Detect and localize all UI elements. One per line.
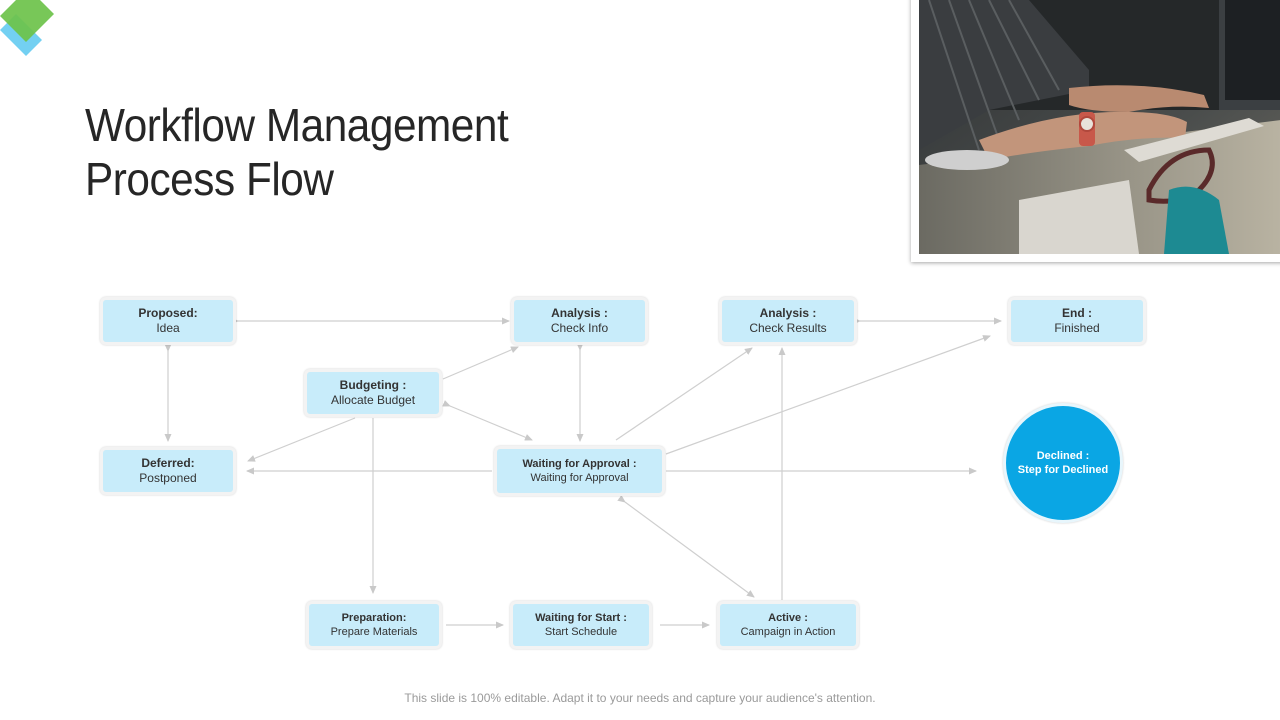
node-waiting-for-approval-sub: Waiting for Approval [530,472,629,484]
node-analysis-check-results-sub: Check Results [749,321,827,335]
node-proposed-heading: Proposed: [138,306,198,320]
node-preparation-sub: Prepare Materials [330,626,418,638]
node-budgeting-sub: Allocate Budget [330,393,416,407]
node-declined-sub: Step for Declined [1017,464,1109,476]
node-preparation-heading: Preparation: [341,612,407,624]
node-end-heading: End : [1062,306,1092,320]
node-active-heading: Active : [768,612,808,624]
node-active-sub: Campaign in Action [740,626,836,638]
node-waiting-for-start-sub: Start Schedule [544,626,618,638]
edge-waiting-active [617,495,755,598]
node-deferred-heading: Deferred: [141,456,195,470]
edge-waiting-end [665,335,991,455]
node-analysis-check-results-heading: Analysis : [759,306,817,320]
node-declined-heading: Declined : [1036,450,1090,462]
corner-logo [0,0,54,56]
node-analysis-check-info-sub: Check Info [550,321,609,335]
node-waiting-for-approval: Waiting for Approval : Waiting for Appro… [494,446,665,496]
title-line-2: Process Flow [85,153,334,205]
edge-budgeting-waiting-approval [442,400,533,441]
node-budgeting-heading: Budgeting : [339,378,407,392]
node-waiting-for-approval-heading: Waiting for Approval : [522,458,637,470]
photo-frame [911,0,1280,262]
node-end: End : Finished [1008,297,1146,345]
node-analysis-check-info-heading: Analysis : [551,306,608,320]
node-proposed-sub: Idea [156,321,180,335]
node-waiting-for-start-heading: Waiting for Start : [535,612,627,624]
node-proposed: Proposed: Idea [100,297,236,345]
footer-note: This slide is 100% editable. Adapt it to… [404,691,876,705]
node-end-sub: Finished [1054,321,1100,335]
node-preparation: Preparation: Prepare Materials [306,601,442,649]
desk-photo [919,0,1280,254]
node-analysis-check-info: Analysis : Check Info [511,297,648,345]
edge-waiting-analysis-results [615,347,753,441]
node-budgeting: Budgeting : Allocate Budget [304,369,442,417]
node-waiting-for-start: Waiting for Start : Start Schedule [510,601,652,649]
page-title: Workflow Management Process Flow [85,98,509,206]
node-declined: Declined : Step for Declined [1003,403,1123,523]
node-deferred-sub: Postponed [139,471,197,485]
edge-budgeting-deferred [247,417,356,462]
node-active: Active : Campaign in Action [717,601,859,649]
node-deferred: Deferred: Postponed [100,447,236,495]
node-analysis-check-results: Analysis : Check Results [719,297,857,345]
title-line-1: Workflow Management [85,99,509,151]
edge-budgeting-analysis-info [442,346,519,380]
